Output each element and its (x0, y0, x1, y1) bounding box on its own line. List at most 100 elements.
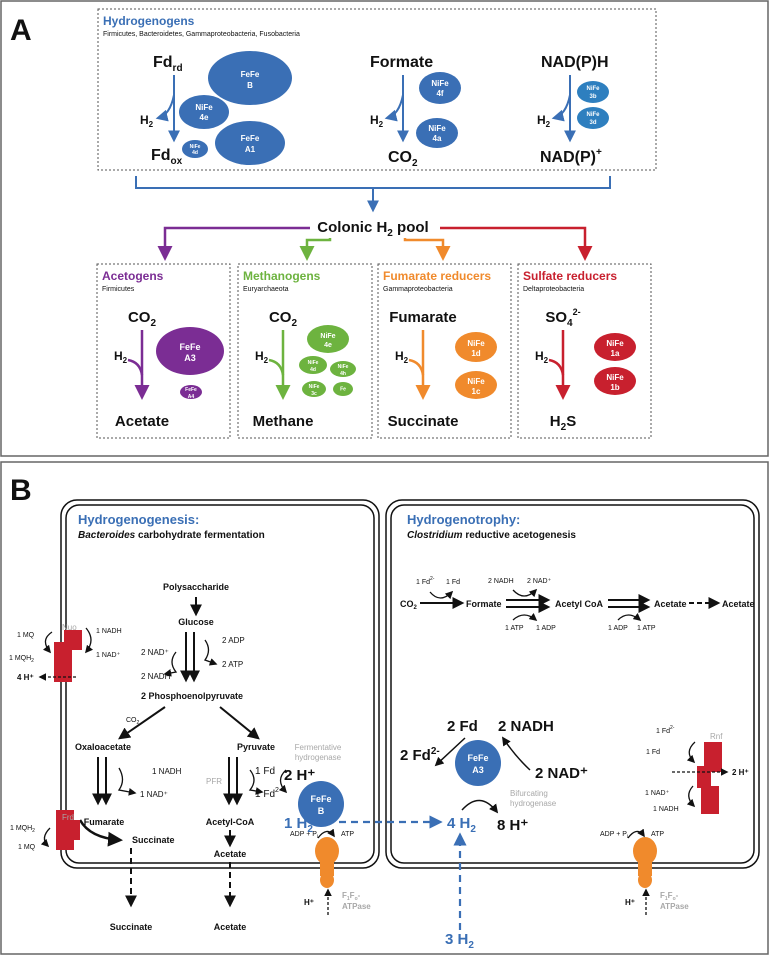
group-title: Fumarate reducers (383, 269, 491, 283)
svg-text:FeFe: FeFe (185, 387, 197, 393)
group-h2-label: H2 (535, 349, 549, 365)
fumarate-succinate-arrow (78, 819, 123, 847)
enzyme-fefe-a3-cell: FeFe A3 (455, 740, 501, 786)
adp2-label: 2 ADP (222, 636, 245, 645)
svg-text:Frd: Frd (62, 813, 74, 822)
svg-text:NiFe: NiFe (195, 103, 213, 112)
atpase-right-out: ATP (651, 831, 664, 838)
fd-out-label: 1 Fd (446, 579, 460, 586)
hyd-curve (278, 769, 288, 794)
pep-pyruvate-arrow (219, 706, 260, 740)
to-sulfate-line (440, 226, 593, 261)
svg-text:B: B (247, 81, 253, 90)
svg-text:NiFe: NiFe (586, 112, 600, 118)
svg-text:4e: 4e (324, 342, 332, 349)
ferm-hyd-label-1: Fermentative (295, 743, 342, 752)
pep-label: 2 Phosphoenolpyruvate (141, 691, 243, 701)
consumer-group-2: MethanogensEuryarchaeotaCO2H2MethaneNiFe… (237, 263, 373, 439)
panel-a-label: A (10, 14, 32, 47)
svg-text:FeFe: FeFe (241, 70, 260, 79)
enzyme-nife-4a: NiFe 4a (416, 118, 458, 148)
group-substrate: SO42- (545, 307, 580, 329)
svg-text:1b: 1b (610, 383, 619, 392)
acetate-out-label: Acetate (214, 922, 247, 932)
svg-text:Fe: Fe (340, 387, 346, 393)
enzyme-nife-4e: NiFe 4e (179, 95, 229, 129)
formate-r-label: Formate (466, 599, 502, 609)
nuo-mq-label: 1 MQ (17, 632, 35, 639)
formate-h2-label: H2 (370, 113, 384, 129)
nadh2-r-label: 2 NADH (488, 578, 514, 585)
acetate-out-r-label: Acetate (722, 599, 755, 609)
rnf-fd2-label: 1 Fd2- (656, 725, 675, 735)
atp1-r-label: 1 ATP (505, 625, 524, 632)
nad-bif-curve (502, 736, 531, 771)
svg-text:4f: 4f (436, 89, 443, 98)
two-fd-label: 2 Fd (447, 718, 478, 735)
panel-b-label: B (10, 474, 32, 507)
fd-curve (248, 769, 264, 795)
enzyme-fe: Fe (333, 382, 353, 396)
atpase-left-label-2: ATPase (342, 902, 371, 911)
group-product: Succinate (388, 413, 459, 430)
hydrogenogens-title: Hydrogenogens (103, 14, 195, 28)
svg-text:4d: 4d (192, 150, 198, 156)
consumer-group-1: AcetogensFirmicutesCO2H2AcetateFeFeA3FeF… (96, 263, 231, 439)
fd-h2-branch (155, 94, 175, 122)
hydrogenotrophy-title: Hydrogenotrophy: (407, 512, 520, 527)
two-h-label: 2 H⁺ (284, 767, 315, 784)
enzyme-nife-3b: NiFe 3b (577, 81, 609, 103)
rnf-nad-label: 1 NAD⁺ (645, 790, 670, 797)
co2-b-label: CO2 (126, 717, 140, 726)
svg-text:NiFe: NiFe (467, 339, 485, 348)
nadp1-label: 1 NAD⁺ (140, 790, 168, 799)
group-h2-label: H2 (114, 349, 128, 365)
enzyme-fefe-b-cell: FeFe B (298, 781, 344, 827)
svg-text:NiFe: NiFe (606, 373, 624, 382)
fd-bif-curve (434, 737, 466, 767)
svg-text:NiFe: NiFe (309, 384, 320, 390)
group-h2-branch (127, 358, 144, 376)
group-product: Acetate (115, 413, 169, 430)
frd-mq-curve (40, 827, 51, 848)
one-h2-label: 1 H2 (284, 815, 313, 835)
atpase-right-hplus: H⁺ (625, 898, 635, 907)
to-methanogens-line (299, 238, 332, 261)
two-fd2-label: 2 Fd2- (400, 746, 440, 764)
nuo-nad-curve (85, 627, 93, 654)
svg-text:FeFe: FeFe (179, 342, 200, 352)
pep-oxaloacetate-arrow (118, 706, 166, 740)
group-substrate: Fumarate (389, 309, 457, 326)
svg-text:1c: 1c (472, 387, 481, 396)
to-fumarate-line (403, 238, 451, 261)
group-h2-branch (548, 358, 565, 376)
rnf-nadh-label: 1 NADH (653, 806, 679, 813)
bif-label-2: hydrogenase (510, 799, 557, 808)
ferm-hyd-label-2: hydrogenase (295, 753, 342, 762)
fd1-label: 1 Fd (255, 766, 275, 777)
atpase-left-in: ADP + Pi (290, 831, 318, 840)
group-subtitle: Gammaproteobacteria (383, 286, 453, 293)
svg-text:NiFe: NiFe (586, 86, 600, 92)
atpase-right (633, 837, 657, 888)
fd1r-label: 1 Fd2- (255, 787, 282, 800)
svg-text:Rnf: Rnf (710, 732, 723, 741)
atpase-left (315, 837, 339, 888)
svg-text:NiFe: NiFe (320, 333, 335, 340)
svg-text:B: B (318, 806, 325, 816)
rnf-fd-label: 1 Fd (646, 749, 660, 756)
nad-nadh-curve (163, 651, 178, 677)
group-subtitle: Deltaproteobacteria (523, 286, 584, 293)
acetate-b-label: Acetate (214, 849, 247, 859)
atpase-left-curve (317, 828, 335, 839)
svg-text:3b: 3b (589, 94, 596, 100)
svg-text:NiFe: NiFe (308, 360, 319, 366)
succinate-b-label: Succinate (132, 835, 175, 845)
colonic-h2-pool-label: Colonic H2 pool (317, 219, 428, 239)
group-h2-branch (268, 358, 285, 376)
svg-text:3c: 3c (311, 391, 317, 397)
atp-r-curve (512, 613, 538, 621)
nuo-mq-curve (43, 631, 53, 654)
